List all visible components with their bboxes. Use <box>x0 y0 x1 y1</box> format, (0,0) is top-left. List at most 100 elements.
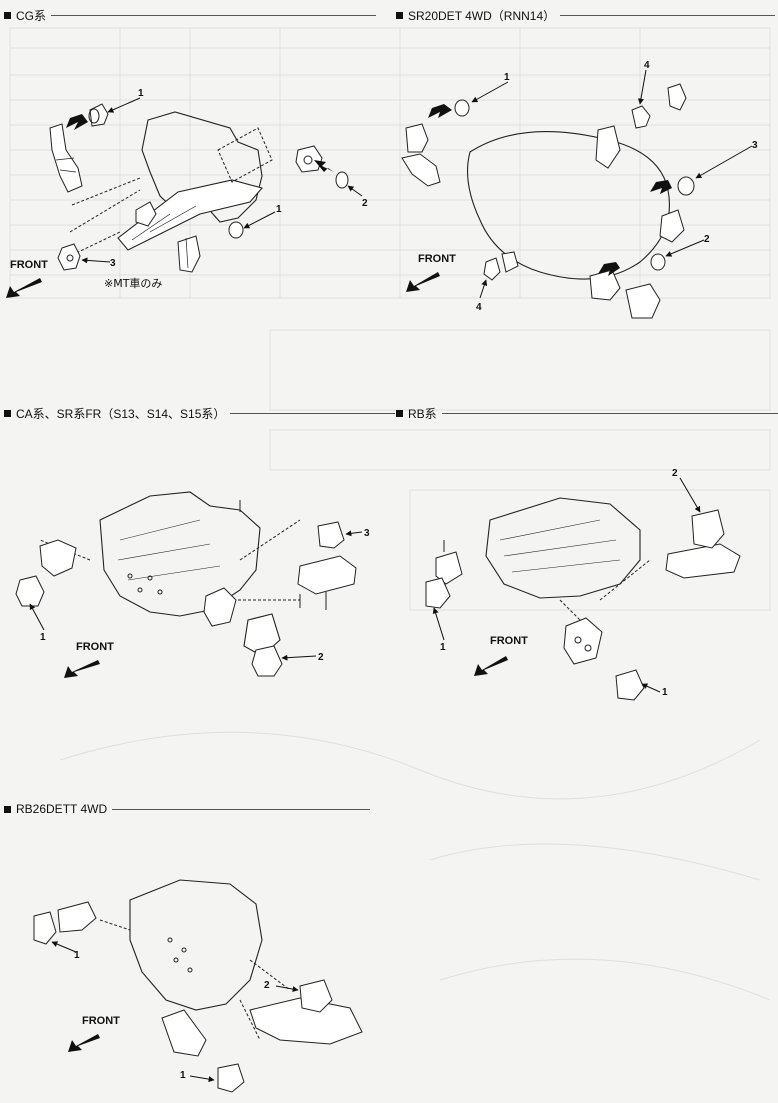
section-marker <box>4 805 11 813</box>
crossmember <box>665 543 741 579</box>
mount-sr-side <box>295 145 323 173</box>
callout-number: 2 <box>318 652 324 663</box>
rb26-leader-lines <box>51 941 299 1083</box>
section-rule <box>230 413 396 414</box>
section-header-rb: RB系 <box>396 405 778 422</box>
section-header-cg: CG系 <box>4 7 377 24</box>
mount-3 <box>317 521 345 549</box>
transfer-outline <box>467 131 670 280</box>
callout-number: 1 <box>440 642 446 653</box>
bold-arrow <box>428 104 452 118</box>
bracket <box>659 209 685 243</box>
callout-number: 1 <box>504 72 510 83</box>
cg-leader-lines <box>81 97 363 264</box>
callout-number: 3 <box>364 528 370 539</box>
callout-number: 3 <box>752 140 758 151</box>
front-arrow-icon <box>64 660 100 678</box>
callout-number: 4 <box>644 60 650 71</box>
callout-number: 1 <box>40 632 46 643</box>
mount-left <box>57 243 81 271</box>
bracket-left <box>49 123 83 193</box>
section-title: CG系 <box>16 9 47 23</box>
mount-lower <box>625 283 661 319</box>
engine-outline <box>129 879 263 1011</box>
section-title: RB26DETT 4WD <box>16 802 108 816</box>
diagram-ca-sr <box>15 491 357 677</box>
mount-2 <box>299 979 333 1013</box>
section-header-ca-sr: CA系、SR系FR（S13、S14、S15系） <box>4 405 396 422</box>
rb-leader-lines <box>432 477 701 693</box>
front-label: FRONT <box>10 259 48 271</box>
callout-number: 3 <box>110 258 116 269</box>
front-arrow-icon <box>6 278 42 298</box>
ca-sr-leader-lines <box>29 530 363 661</box>
section-marker <box>4 410 11 417</box>
section-marker <box>4 12 11 19</box>
engine-outline <box>99 491 261 617</box>
diagram-rb <box>425 497 741 701</box>
bracket-4 <box>667 83 687 111</box>
callout-number: 2 <box>672 468 678 479</box>
diagram-sr20det <box>401 83 695 319</box>
front-label: FRONT <box>82 1015 120 1027</box>
mount-1-lower <box>615 669 645 701</box>
section-header-rb26: RB26DETT 4WD <box>4 802 371 816</box>
bracket-middle <box>135 201 157 227</box>
bracket-right <box>177 235 201 273</box>
engine-outline <box>141 111 263 223</box>
mount-2 <box>251 645 283 677</box>
engine-outline <box>485 497 641 599</box>
callout-number: 2 <box>704 234 710 245</box>
section-marker <box>396 12 403 19</box>
bushing <box>677 176 695 196</box>
mount-4 <box>483 257 501 281</box>
section-header-sr20det: SR20DET 4WD（RNN14） <box>396 7 776 24</box>
section-rule <box>441 413 778 414</box>
bracket-lower <box>161 1009 207 1057</box>
front-label: FRONT <box>490 635 528 647</box>
front-label: FRONT <box>418 253 456 265</box>
mt-only-note: ※MT車のみ <box>104 276 162 290</box>
bold-arrow <box>66 114 88 130</box>
bushing <box>228 221 244 239</box>
bold-arrow <box>650 180 672 194</box>
front-label: FRONT <box>76 641 114 653</box>
front-arrow-icon <box>68 1034 100 1052</box>
diagram-cg <box>49 103 349 273</box>
callout-number: 2 <box>362 198 368 209</box>
callout-number: 2 <box>264 980 270 991</box>
section-marker <box>396 410 403 417</box>
bracket <box>57 901 97 933</box>
section-rule <box>112 808 371 810</box>
section-rule <box>560 15 776 16</box>
bushing <box>335 171 349 189</box>
mount-1 <box>425 577 451 609</box>
mount-1 <box>33 911 57 945</box>
section-title: CA系、SR系FR（S13、S14、S15系） <box>16 407 226 421</box>
bold-arrow <box>598 262 620 276</box>
sr20-leader-lines <box>471 69 753 299</box>
dashed-guide <box>217 127 273 183</box>
section-rule <box>51 15 377 16</box>
callout-number: 1 <box>276 204 282 215</box>
mount-1-lower <box>217 1063 245 1093</box>
bracket-left <box>39 539 77 577</box>
section-title: SR20DET 4WD（RNN14） <box>408 9 556 23</box>
front-arrow-icon <box>406 272 440 292</box>
callout-number: 1 <box>180 1070 186 1081</box>
bracket <box>405 123 429 153</box>
crossmember <box>297 555 357 595</box>
callout-number: 1 <box>662 687 668 698</box>
bracket <box>435 551 463 585</box>
bold-arrow <box>314 160 334 172</box>
mount-2 <box>691 509 725 549</box>
crossmember <box>117 179 263 251</box>
diagram-rb26 <box>33 879 363 1093</box>
bushing <box>454 99 470 117</box>
callout-number: 1 <box>138 88 144 99</box>
bracket <box>563 617 603 665</box>
callout-number: 4 <box>476 302 482 313</box>
callout-number: 1 <box>74 950 80 961</box>
mount-lower <box>589 269 621 301</box>
